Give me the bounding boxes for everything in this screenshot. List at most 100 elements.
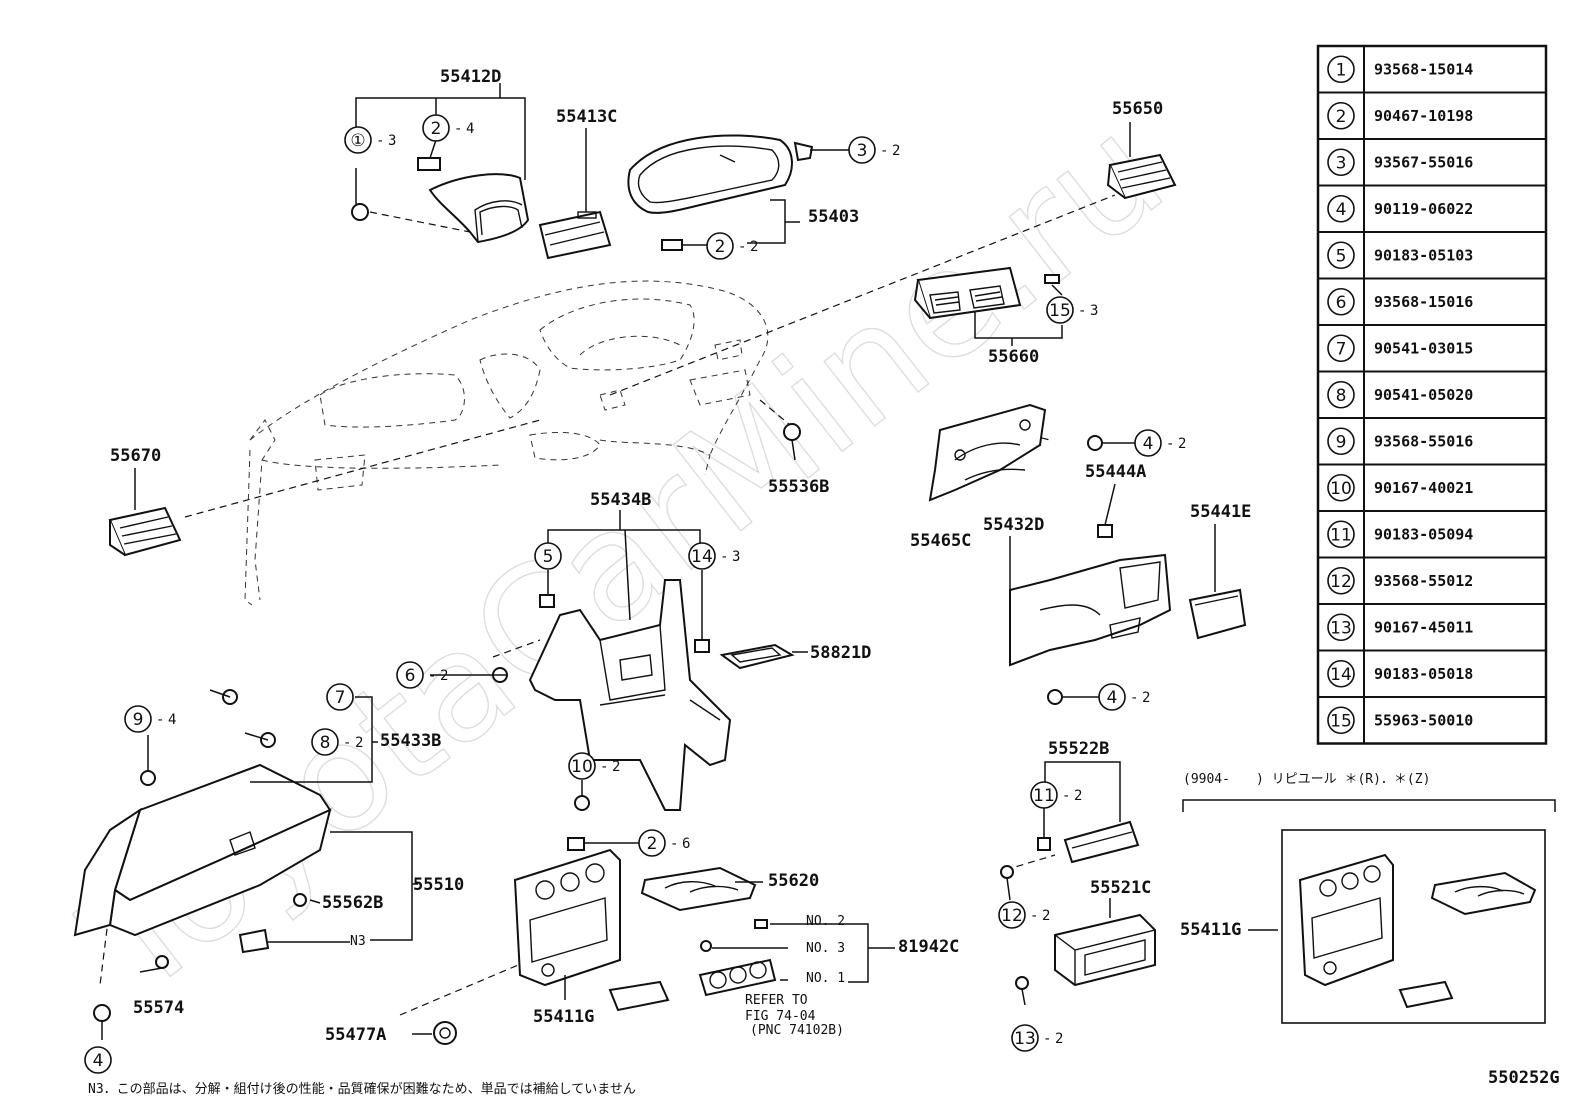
svg-text:11: 11 <box>1033 786 1055 806</box>
label-no1: NO. 1 <box>806 971 845 986</box>
box-55441E <box>1188 588 1247 640</box>
label-55413C: 55413C <box>556 107 617 127</box>
label-55650: 55650 <box>1112 99 1163 119</box>
table-ref: 7 <box>1336 339 1347 359</box>
plate-58821D <box>719 643 795 670</box>
label-N3: N3 <box>350 934 366 949</box>
table-ref: 3 <box>1336 153 1347 173</box>
center-panel-55411G <box>513 848 621 987</box>
label-55412D: 55412D <box>440 67 501 87</box>
label-58821D: 58821D <box>810 643 871 663</box>
table-ref-circle <box>1327 194 1355 223</box>
screw-12 <box>1000 865 1014 879</box>
svg-text:①: ① <box>350 131 365 151</box>
table-ref: 5 <box>1336 246 1347 266</box>
table-part-number: 90541-05020 <box>1374 386 1473 404</box>
screw-55412D <box>351 203 369 221</box>
screw-8 <box>244 732 276 748</box>
svg-text:4: 4 <box>1107 688 1118 708</box>
svg-text:‑: ‑ <box>428 668 436 684</box>
table-part-number: 90541-03015 <box>1374 339 1473 357</box>
screw-9 <box>140 770 156 786</box>
table-ref-circle <box>1327 55 1355 84</box>
callout-2-middle: 2 ‑ 2 <box>706 232 758 260</box>
svg-text:‑: ‑ <box>1043 1031 1051 1047</box>
switch-81942C <box>698 919 777 997</box>
diagram-code: 550252G <box>1488 1068 1560 1088</box>
knob-55477A <box>433 1021 457 1045</box>
box-55521C <box>1054 913 1156 987</box>
table-ref-circle <box>1327 241 1355 270</box>
clip-55536B <box>783 423 801 461</box>
label-55477A: 55477A <box>325 1025 386 1045</box>
meter-cluster-55413C <box>538 210 612 260</box>
table-ref: 6 <box>1336 293 1347 313</box>
table-ref: 15 <box>1330 711 1352 731</box>
svg-text:2: 2 <box>1055 1031 1063 1047</box>
svg-text:4: 4 <box>466 121 474 137</box>
callout-2-lower: 2 ‑ 6 <box>638 829 690 857</box>
table-part-number: 90467-10198 <box>1374 107 1473 125</box>
svg-text:‑: ‑ <box>1166 436 1174 452</box>
table-ref-circle <box>1327 473 1355 502</box>
svg-text:3: 3 <box>1090 303 1098 319</box>
screw-7 <box>209 689 238 705</box>
console-55434B <box>528 579 732 811</box>
callout-9: 9 ‑ 4 <box>124 705 176 733</box>
table-row: 15 55963-50010 <box>1327 706 1473 735</box>
table-ref-circle <box>1327 566 1355 595</box>
screw-55562B <box>293 893 307 907</box>
label-55562B: 55562B <box>322 893 383 913</box>
table-ref: 8 <box>1336 386 1347 406</box>
svg-text:2: 2 <box>892 143 900 159</box>
table-part-number: 93568-15014 <box>1374 60 1473 78</box>
label-81942C: 81942C <box>898 937 959 957</box>
callout-15: 15 ‑ 3 <box>1046 296 1098 324</box>
table-ref: 9 <box>1336 432 1347 452</box>
svg-text:2: 2 <box>1178 436 1186 452</box>
callout-5: 5 <box>534 542 562 570</box>
svg-text:2: 2 <box>750 239 758 255</box>
inset-tray <box>1398 980 1454 1009</box>
callout-11: 11 ‑ 2 <box>1030 781 1082 809</box>
inset-cup-holder <box>1430 871 1537 916</box>
label-55465C: 55465C <box>910 531 971 551</box>
bolt-4-lower <box>1047 689 1063 705</box>
table-ref-circle <box>1327 148 1355 177</box>
callout-13: 13 ‑ 2 <box>1011 1024 1063 1052</box>
svg-text:4: 4 <box>93 1051 104 1071</box>
table-ref: 1 <box>1336 60 1347 80</box>
callout-7: 7 <box>326 683 354 711</box>
refer-line1: REFER TO <box>745 993 808 1008</box>
table-row: 1 93568-15014 <box>1327 55 1473 84</box>
callout-6: 6 ‑ 2 <box>396 661 448 689</box>
svg-text:‑: ‑ <box>1062 788 1070 804</box>
instrument-panel <box>244 280 769 606</box>
svg-text:5: 5 <box>543 547 554 567</box>
table-part-number: 90183-05094 <box>1374 525 1473 543</box>
label-55444A: 55444A <box>1085 462 1146 482</box>
table-part-number: 90183-05018 <box>1374 665 1473 683</box>
table-ref: 12 <box>1330 572 1352 592</box>
table-part-number: 55963-50010 <box>1374 711 1473 729</box>
svg-text:‑: ‑ <box>454 121 462 137</box>
svg-text:3: 3 <box>388 133 396 149</box>
svg-text:‑: ‑ <box>1030 908 1038 924</box>
svg-text:‑: ‑ <box>1078 303 1086 319</box>
table-part-number: 93567-55016 <box>1374 153 1473 171</box>
callout-3: 3 ‑ 2 <box>848 136 900 164</box>
table-ref-circle <box>1327 613 1355 642</box>
svg-text:2: 2 <box>1074 788 1082 804</box>
clip-14 <box>694 639 710 653</box>
table-ref: 4 <box>1336 200 1347 220</box>
reinforcement-55465C <box>928 403 1047 502</box>
svg-text:15: 15 <box>1049 301 1071 321</box>
table-ref-circle <box>1327 287 1355 316</box>
svg-text:14: 14 <box>691 547 713 567</box>
label-55670: 55670 <box>110 446 161 466</box>
